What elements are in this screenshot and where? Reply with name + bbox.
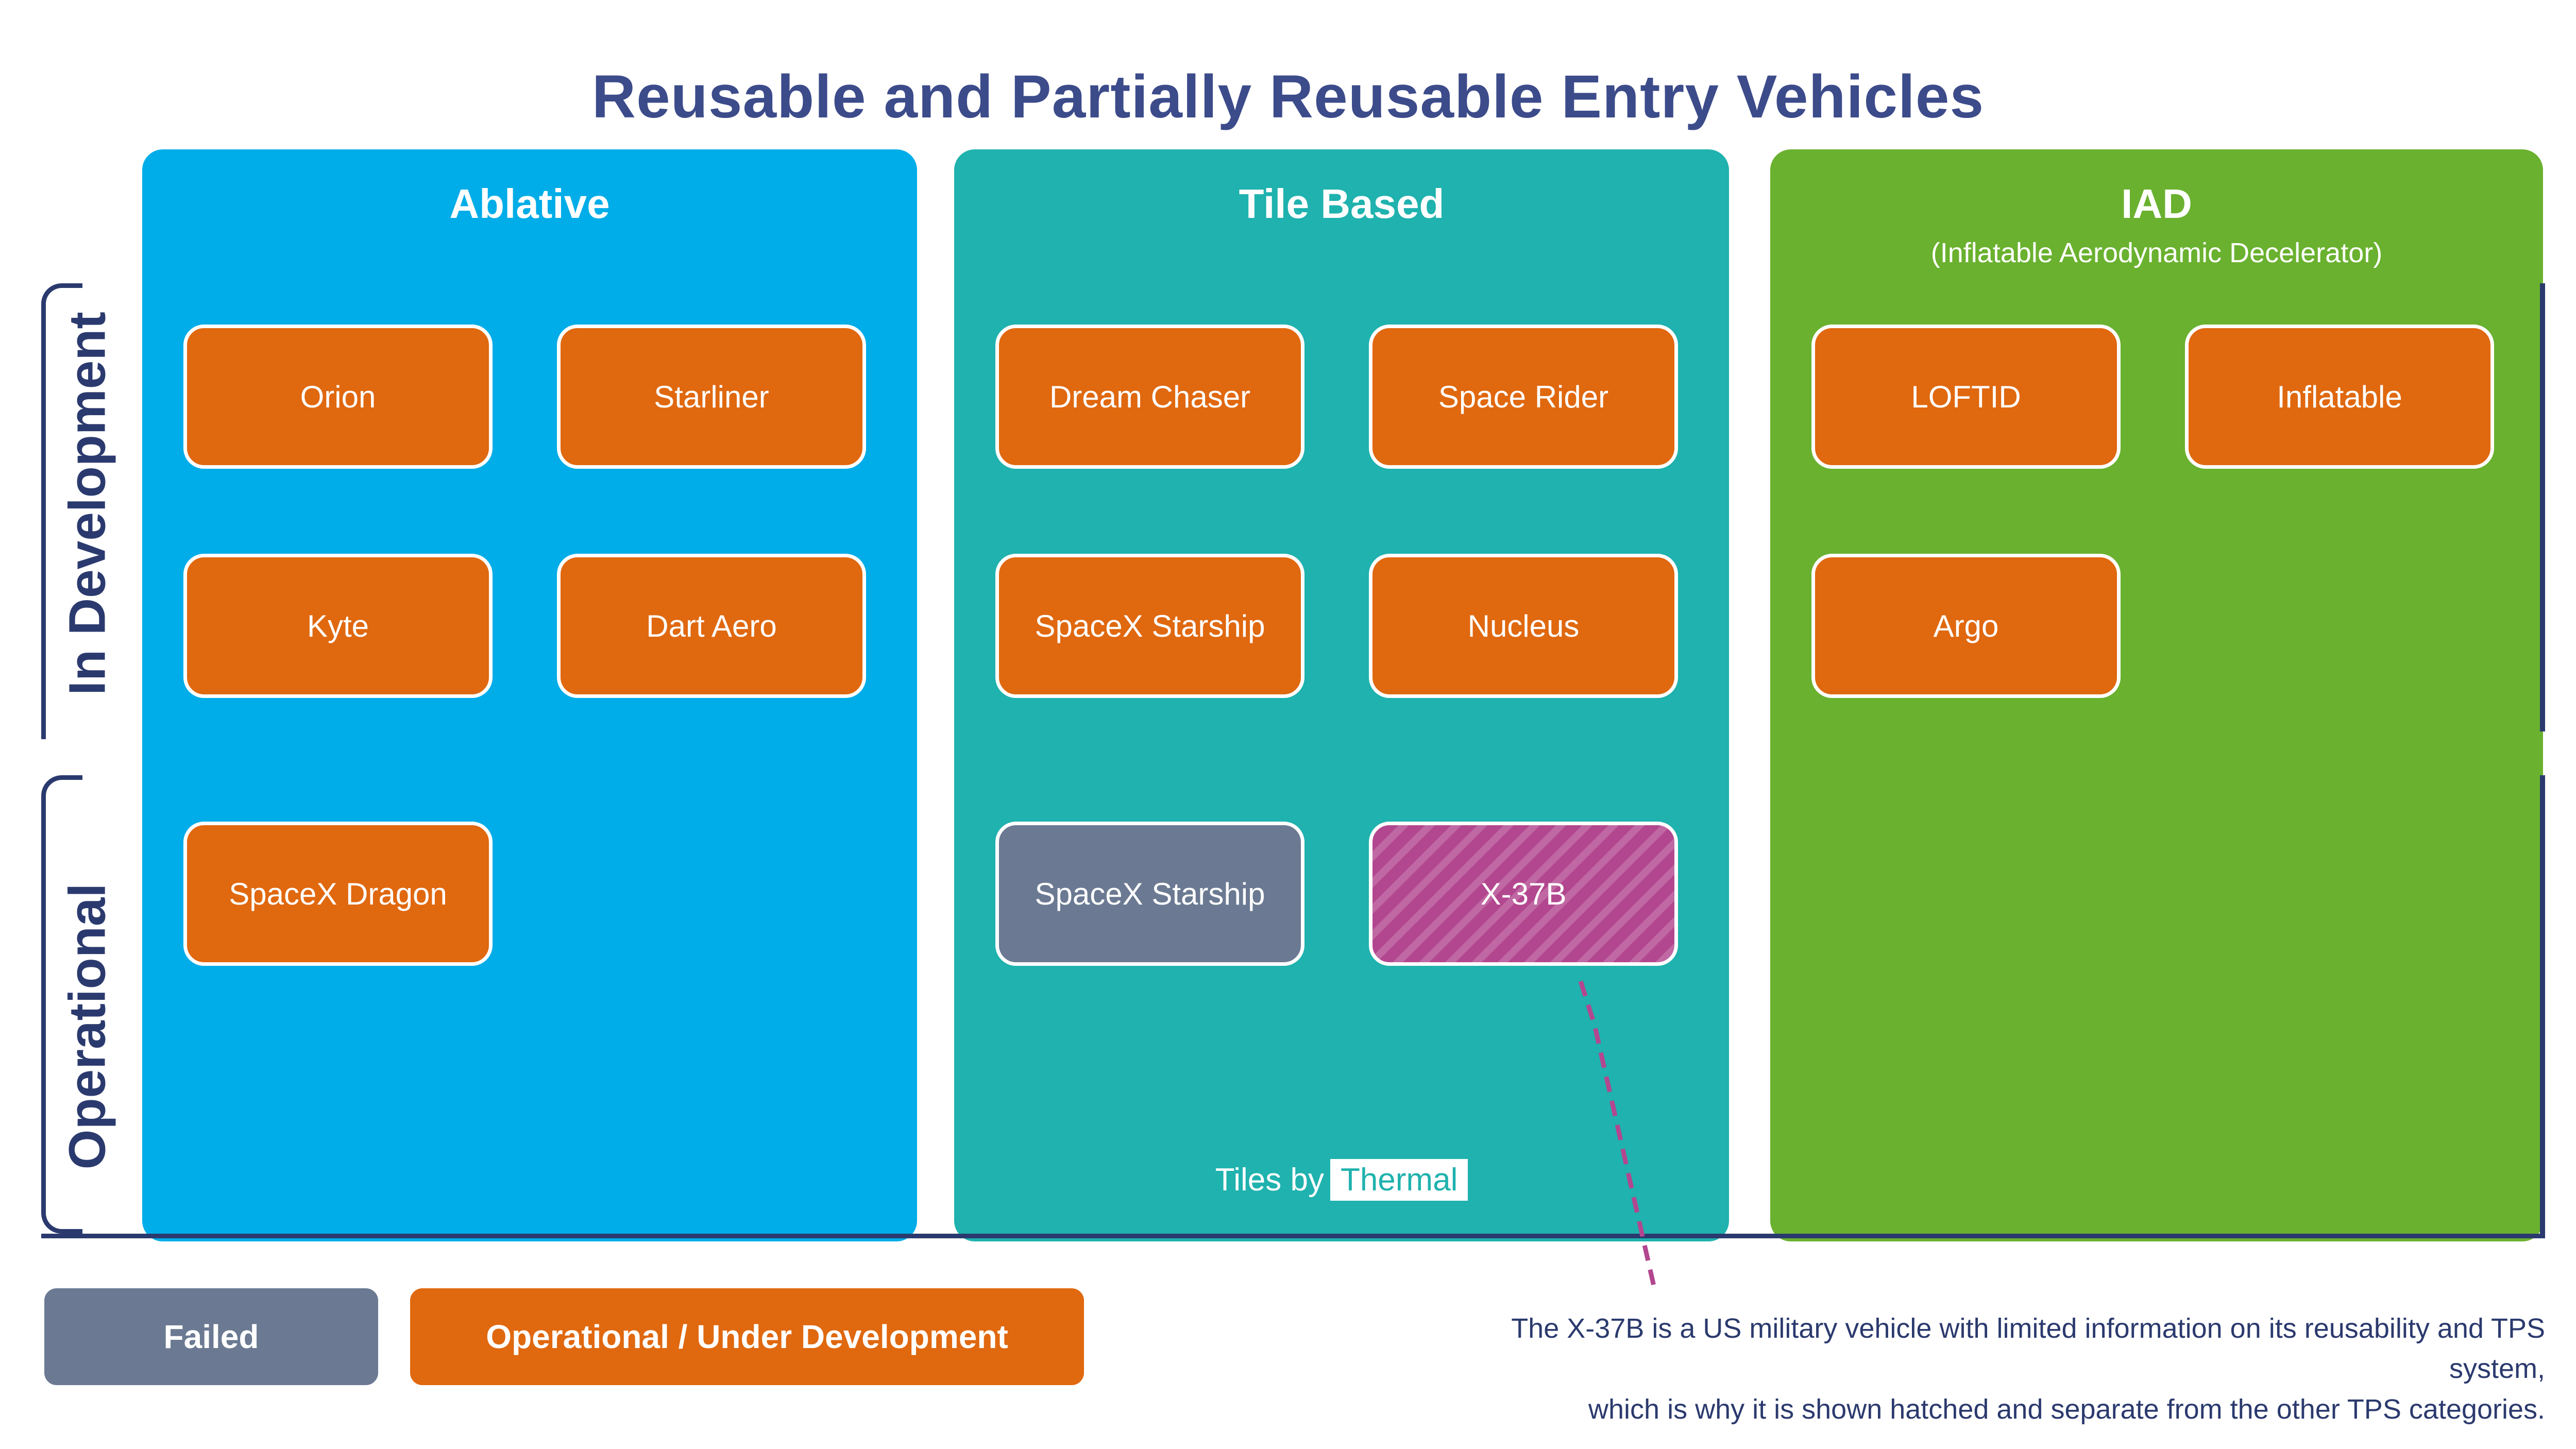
annotation-line-1: The X-37B is a US military vehicle with … [1511, 1313, 2545, 1385]
ablative-heading: Ablative [449, 181, 610, 227]
tile-based-column: Tile Based Dream Chaser Space Rider Spac… [954, 149, 1729, 1241]
vehicle-box-dream-chaser: Dream Chaser [995, 325, 1304, 469]
vehicle-box-starliner: Starliner [557, 325, 866, 469]
tile-footnote-text: Tiles by [1215, 1162, 1324, 1198]
vehicle-box-spacex-starship-dev: SpaceX Starship [995, 554, 1304, 698]
diagram-title: Reusable and Partially Reusable Entry Ve… [591, 63, 1985, 131]
vehicle-box-argo: Argo [1811, 554, 2121, 698]
legend-failed: Failed [41, 1285, 381, 1388]
development-stage-label: In Development [58, 312, 116, 695]
legend-development: Operational / Under Development [407, 1285, 1087, 1388]
vehicle-box-nucleus: Nucleus [1369, 554, 1678, 698]
iad-heading: IAD [2121, 181, 2192, 227]
vehicle-box-spacex-dragon: SpaceX Dragon [183, 822, 493, 966]
vehicle-box-dart-aero: Dart Aero [557, 554, 866, 698]
x37b-annotation: The X-37B is a US military vehicle with … [1422, 1308, 2545, 1429]
vehicle-box-x37b: X-37B [1369, 822, 1678, 966]
right-bracket-operational [2540, 775, 2545, 1238]
right-bracket-development [2540, 283, 2545, 731]
ablative-column: Ablative Orion Starliner Kyte Dart Aero … [142, 149, 917, 1241]
iad-subheading: (Inflatable Aerodynamic Decelerator) [1930, 237, 2383, 268]
vehicle-box-spacex-starship-failed: SpaceX Starship [995, 822, 1304, 966]
vehicle-box-orion: Orion [183, 325, 493, 469]
vehicle-box-space-rider: Space Rider [1369, 325, 1678, 469]
annotation-line-2: which is why it is shown hatched and sep… [1588, 1393, 2545, 1425]
iad-column: IAD (Inflatable Aerodynamic Decelerator)… [1770, 149, 2543, 1241]
operational-stage-label: Operational [58, 883, 116, 1170]
vehicle-box-inflatable: Inflatable [2185, 325, 2494, 469]
development-bracket [41, 283, 82, 739]
vehicle-box-kyte: Kyte [183, 554, 493, 698]
operational-bracket [41, 775, 82, 1234]
vehicle-box-loftid: LOFTID [1811, 325, 2121, 469]
tile-footnote-tag: Thermal [1330, 1159, 1468, 1201]
baseline-rule [41, 1234, 2545, 1238]
tile-based-heading: Tile Based [1239, 181, 1445, 227]
